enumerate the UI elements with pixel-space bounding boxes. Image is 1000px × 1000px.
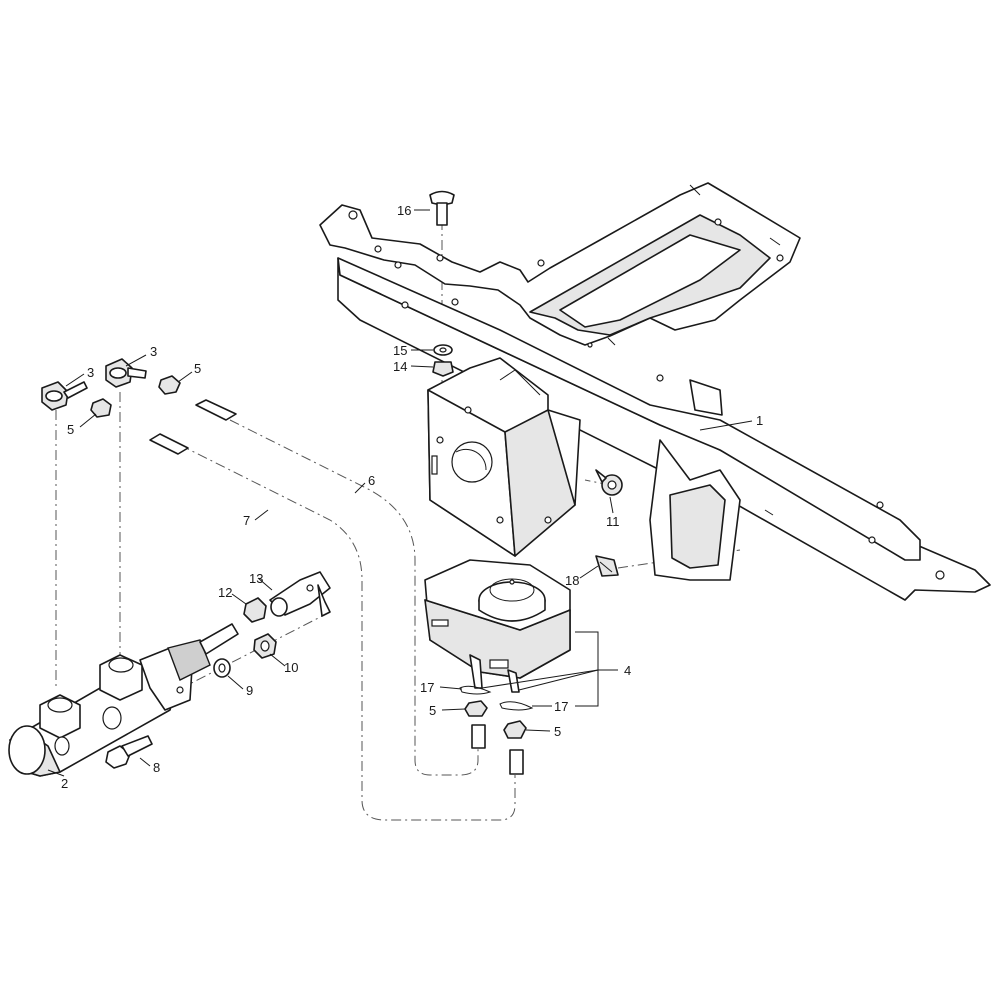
cap-5-reservoir-left	[464, 700, 488, 749]
callout-3-left: 3	[87, 365, 94, 380]
cap-5-upper-left	[90, 398, 112, 418]
callout-8: 8	[153, 760, 160, 775]
cap-5-upper-right	[158, 375, 181, 395]
callout-1: 1	[756, 413, 763, 428]
brake-fluid-reservoir	[424, 559, 571, 693]
bolt-16	[429, 190, 455, 226]
callout-13: 13	[249, 571, 263, 586]
cap-5-reservoir-right	[503, 720, 527, 775]
washer-15	[433, 344, 453, 356]
clip-18	[595, 555, 619, 577]
mounting-bracket	[427, 357, 581, 557]
clip-17-left	[459, 685, 492, 695]
callout-17-left: 17	[420, 680, 434, 695]
brake-pipe-7	[149, 433, 516, 821]
callout-17-right: 17	[554, 699, 568, 714]
callout-3-right: 3	[150, 344, 157, 359]
bolt-8	[105, 735, 153, 769]
connector-3-right	[105, 358, 147, 388]
callout-15: 15	[393, 343, 407, 358]
nut-10	[253, 633, 277, 659]
callout-9: 9	[246, 683, 253, 698]
callout-11: 11	[606, 514, 620, 529]
clip-11	[595, 469, 623, 496]
callout-5-upper-left: 5	[67, 422, 74, 437]
master-cylinder	[8, 623, 239, 777]
clevis-13	[269, 571, 331, 617]
callout-14: 14	[393, 359, 407, 374]
pedal-support-frame	[319, 182, 991, 601]
callout-16: 16	[397, 203, 411, 218]
callout-5-reservoir-right: 5	[554, 724, 561, 739]
nut-12	[243, 597, 267, 623]
callout-labels: 1 2 3 3 4 5 5 5 5 6 7 8 9 10 11 12 13 14…	[61, 203, 763, 791]
brake-pipe-6	[195, 399, 479, 776]
callout-5-upper-right: 5	[194, 361, 201, 376]
leader-lines	[47, 209, 753, 777]
callout-2: 2	[61, 776, 68, 791]
callout-12: 12	[218, 585, 232, 600]
callout-18: 18	[565, 573, 579, 588]
nut-14	[432, 361, 454, 377]
callout-5-reservoir-left: 5	[429, 703, 436, 718]
callout-4: 4	[624, 663, 631, 678]
connector-3-left	[41, 381, 88, 411]
clip-17-right	[499, 701, 534, 711]
washer-9	[213, 658, 231, 678]
callout-6: 6	[368, 473, 375, 488]
callout-10: 10	[284, 660, 298, 675]
callout-7: 7	[243, 513, 250, 528]
